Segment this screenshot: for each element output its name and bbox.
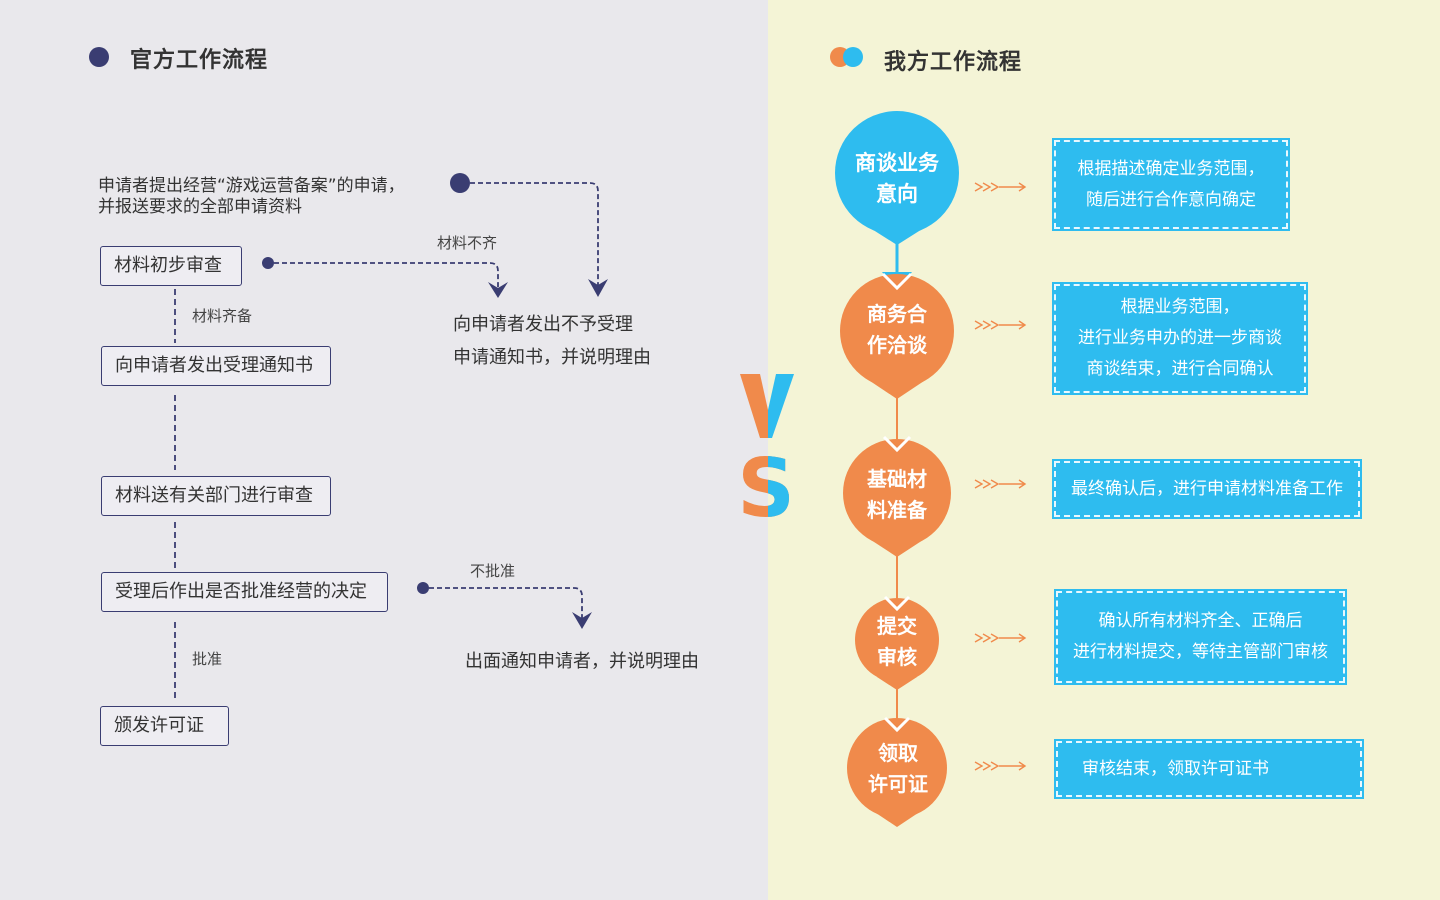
left-title-bullet-icon — [89, 47, 109, 67]
reject-line-2: 申请通知书，并说明理由 — [453, 347, 651, 368]
right-title: 我方工作流程 — [884, 50, 1023, 75]
step-issue-license: 颁发许可证 — [100, 706, 229, 746]
right-title-bullet-blue-icon — [843, 47, 863, 67]
detail-box-3: 最终确认后，进行申请材料准备工作 — [1052, 459, 1362, 519]
label-deny: 不批准 — [470, 562, 516, 580]
detail-box-1: 根据描述确定业务范围，随后进行合作意向确定 — [1052, 138, 1290, 231]
detail-box-2: 根据业务范围，进行业务申办的进一步商谈商谈结束，进行合同确认 — [1052, 282, 1308, 395]
deny-notice: 出面通知申请者，并说明理由 — [465, 651, 699, 672]
step-department-review: 材料送有关部门进行审查 — [101, 476, 331, 516]
node-get-license: 领取许可证 — [868, 741, 928, 796]
node-business-talks: 商务合作洽谈 — [867, 302, 927, 357]
detail-box-5: 审核结束，领取许可证书 — [1054, 739, 1364, 799]
detail-box-4: 确认所有材料齐全、正确后进行材料提交，等待主管部门审核 — [1054, 589, 1347, 685]
intro-line-2: 并报送要求的全部申请资料 — [98, 197, 302, 217]
reject-line-1: 向申请者发出不予受理 — [453, 314, 633, 335]
intro-line-1: 申请者提出经营“游戏运营备案”的申请， — [98, 176, 405, 196]
vs-s-blue: S — [737, 442, 795, 535]
node-prepare-materials: 基础材料准备 — [867, 467, 927, 522]
left-title: 官方工作流程 — [130, 48, 269, 73]
vs-s-orange: S — [737, 442, 795, 535]
step-acceptance-notice: 向申请者发出受理通知书 — [101, 346, 331, 386]
label-approve: 批准 — [192, 650, 223, 668]
step-initial-review: 材料初步审查 — [100, 246, 242, 286]
official-workflow-panel — [0, 0, 768, 900]
node-negotiate-intent: 商谈业务意向 — [855, 151, 939, 206]
label-complete: 材料齐备 — [192, 307, 253, 325]
step-approval-decision: 受理后作出是否批准经营的决定 — [101, 572, 388, 612]
node-submit-review: 提交审核 — [877, 614, 917, 669]
label-incomplete: 材料不齐 — [437, 234, 498, 252]
